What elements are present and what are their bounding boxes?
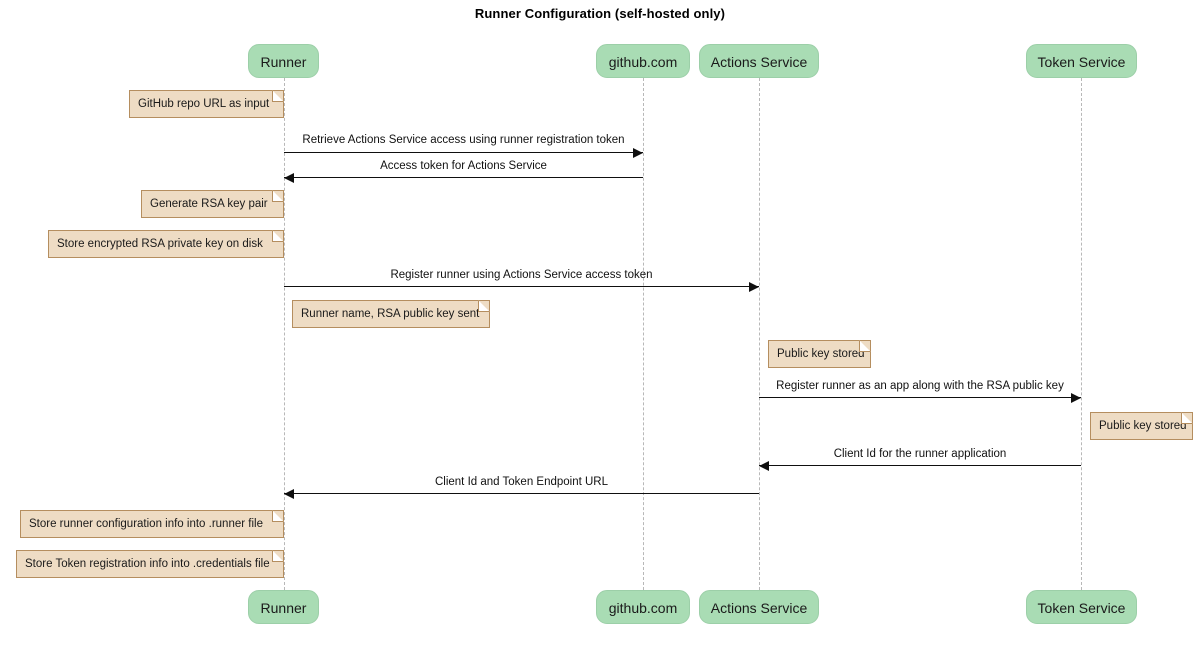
participant-label: github.com <box>608 54 678 70</box>
msg-register-runner-line <box>284 286 759 287</box>
participant-label: github.com <box>608 600 678 616</box>
msg-client-id-line <box>759 465 1081 466</box>
msg-access-token-line <box>284 177 643 178</box>
note-generate-rsa: Generate RSA key pair <box>141 190 284 218</box>
note-text: GitHub repo URL as input <box>138 98 270 110</box>
participant-label: Runner <box>260 600 307 616</box>
note-text: Public key stored <box>1099 420 1187 432</box>
msg-register-runner-arrowhead <box>749 281 759 292</box>
msg-access-token-arrowhead <box>284 172 294 183</box>
page-title: Runner Configuration (self-hosted only) <box>474 6 726 21</box>
msg-retrieve-access-line <box>284 152 643 153</box>
msg-register-app-line <box>759 397 1081 398</box>
note-text: Generate RSA key pair <box>150 198 268 210</box>
participant-label: Actions Service <box>710 54 808 70</box>
msg-client-id-endpoint-arrowhead <box>284 488 294 499</box>
msg-client-id-label: Client Id for the runner application <box>833 448 1007 460</box>
participant-label: Token Service <box>1037 600 1126 616</box>
msg-client-id-arrowhead <box>759 460 769 471</box>
lifeline-actions <box>759 78 760 590</box>
participant-github-top[interactable]: github.com <box>596 44 690 78</box>
participant-actions-top[interactable]: Actions Service <box>699 44 819 78</box>
note-runner-name: Runner name, RSA public key sent <box>292 300 490 328</box>
participant-github-bottom[interactable]: github.com <box>596 590 690 624</box>
msg-retrieve-access-arrowhead <box>633 147 643 158</box>
note-text: Store Token registration info into .cred… <box>25 558 270 570</box>
note-store-private-key: Store encrypted RSA private key on disk <box>48 230 284 258</box>
note-store-credentials-file: Store Token registration info into .cred… <box>16 550 284 578</box>
participant-runner-bottom[interactable]: Runner <box>248 590 319 624</box>
participant-label: Runner <box>260 54 307 70</box>
msg-register-app-label: Register runner as an app along with the… <box>776 380 1064 392</box>
participant-label: Token Service <box>1037 54 1126 70</box>
participant-token-bottom[interactable]: Token Service <box>1026 590 1137 624</box>
msg-access-token-label: Access token for Actions Service <box>380 160 547 172</box>
note-text: Store encrypted RSA private key on disk <box>57 238 263 250</box>
note-repo-url: GitHub repo URL as input <box>129 90 284 118</box>
msg-register-app-arrowhead <box>1071 392 1081 403</box>
note-text: Store runner configuration info into .ru… <box>29 518 263 530</box>
note-text: Runner name, RSA public key sent <box>301 308 480 320</box>
msg-client-id-endpoint-label: Client Id and Token Endpoint URL <box>434 476 609 488</box>
lifeline-runner <box>284 78 285 590</box>
note-store-runner-file: Store runner configuration info into .ru… <box>20 510 284 538</box>
note-pubkey-actions: Public key stored <box>768 340 871 368</box>
note-text: Public key stored <box>777 348 865 360</box>
lifeline-github <box>643 78 644 590</box>
participant-runner-top[interactable]: Runner <box>248 44 319 78</box>
participant-token-top[interactable]: Token Service <box>1026 44 1137 78</box>
participant-actions-bottom[interactable]: Actions Service <box>699 590 819 624</box>
msg-client-id-endpoint-line <box>284 493 759 494</box>
lifeline-token <box>1081 78 1082 590</box>
msg-retrieve-access-label: Retrieve Actions Service access using ru… <box>302 134 625 146</box>
participant-label: Actions Service <box>710 600 808 616</box>
msg-register-runner-label: Register runner using Actions Service ac… <box>390 269 653 281</box>
note-pubkey-token: Public key stored <box>1090 412 1193 440</box>
